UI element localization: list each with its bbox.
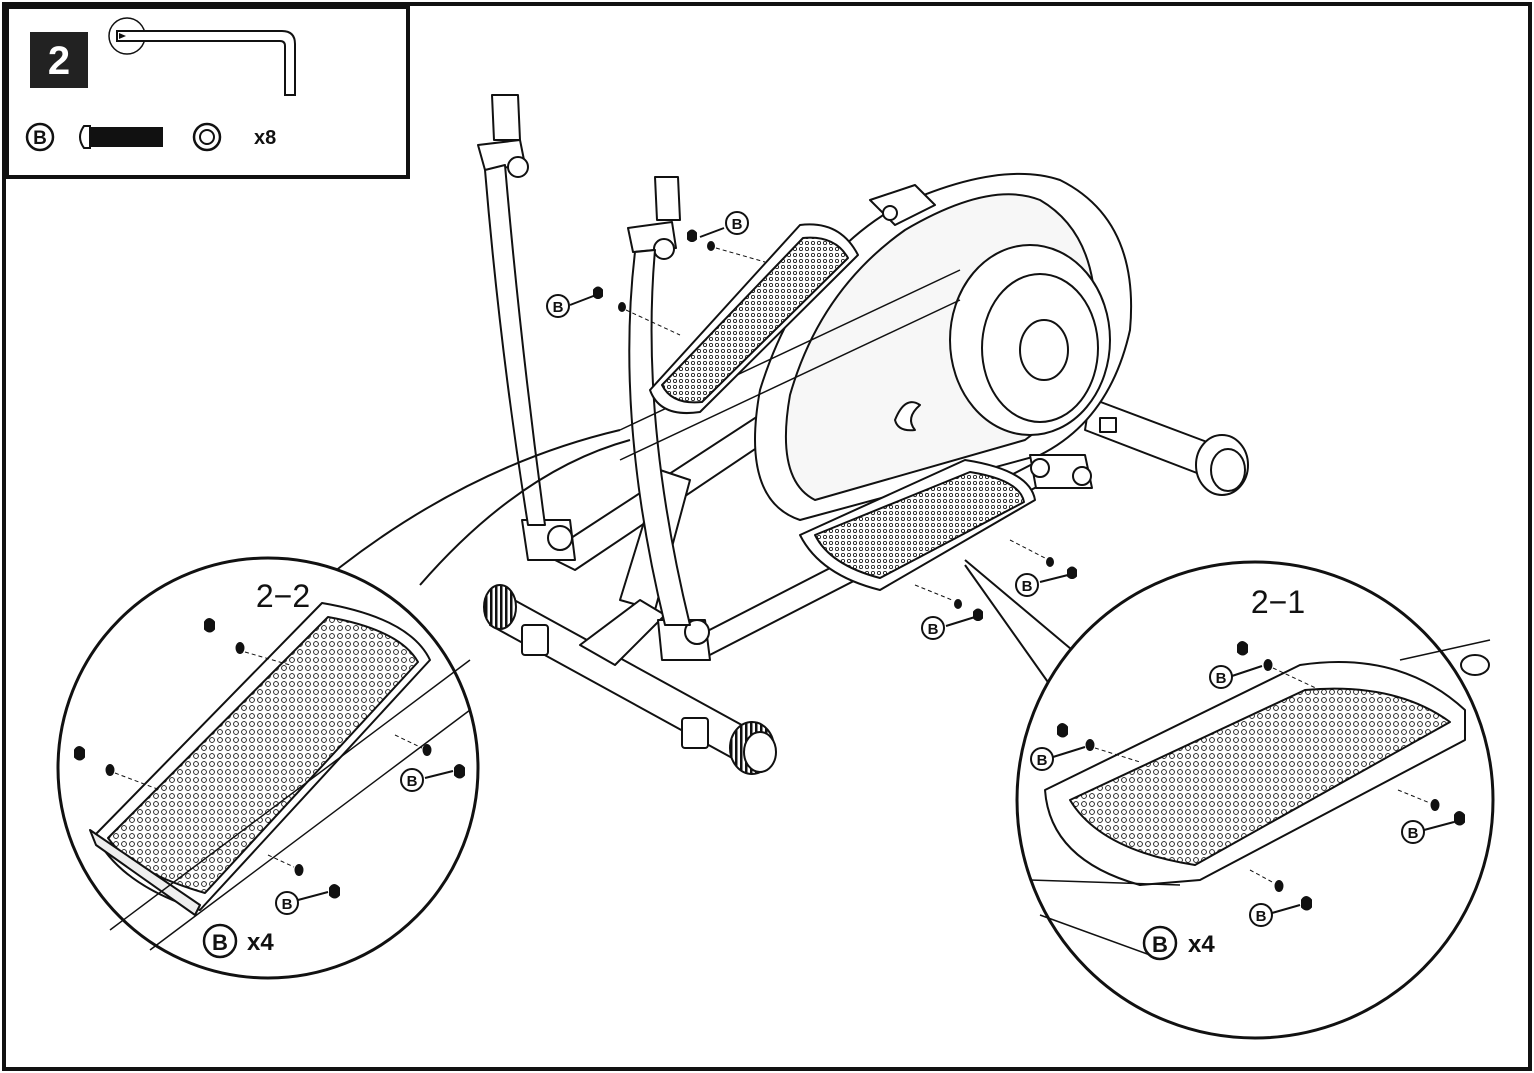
svg-text:B: B [1256, 908, 1267, 925]
flywheel-housing [754, 172, 1133, 521]
svg-text:B: B [928, 621, 939, 638]
pedal-front [799, 459, 1036, 591]
handlebar-right [627, 176, 691, 626]
parts-quantity: x8 [254, 127, 276, 149]
fastener-callout-left: B [546, 286, 681, 336]
step-number-badge [30, 32, 88, 88]
parts-box: 2 B x8 [5, 5, 410, 179]
detail-leaders [299, 429, 1091, 686]
pedal-rear [649, 223, 859, 414]
detail-2-2: 2−2 B B B [56, 556, 480, 980]
detail-2-1: 2−1 B B B [1015, 560, 1495, 1040]
detail-left-qty: x4 [247, 929, 274, 956]
brand-logo-icon [894, 401, 921, 432]
handlebar-left [477, 94, 546, 526]
svg-text:B: B [282, 896, 293, 913]
front-stabilizer [483, 584, 777, 775]
rear-stabilizer [1084, 397, 1249, 496]
svg-text:B: B [1037, 752, 1048, 769]
elliptical-machine [477, 94, 1249, 775]
detail-label-left: 2−2 [256, 578, 310, 614]
svg-text:B: B [1408, 825, 1419, 842]
lower-pivot-left [521, 519, 576, 561]
detail-label-right: 2−1 [1251, 584, 1305, 620]
detail-left-letter: B [212, 930, 228, 955]
svg-text:B: B [407, 773, 418, 790]
fastener-callout-right-b: B [914, 584, 983, 640]
svg-text:B: B [553, 299, 564, 316]
fastener-callout-right-a: B [1009, 539, 1077, 597]
washer-icon [192, 122, 222, 152]
part-letter: B [33, 128, 47, 149]
bolt-icon [79, 125, 163, 149]
fastener-callout-top: B [687, 211, 766, 263]
allen-key-icon [108, 17, 296, 96]
main-fasteners: B B B B [546, 211, 1077, 640]
part-b-marker: B [25, 122, 55, 152]
detail-right-letter: B [1152, 932, 1168, 957]
svg-text:B: B [1216, 670, 1227, 687]
detail-right-qty: x4 [1188, 931, 1215, 958]
step-number: 2 [48, 39, 70, 83]
svg-text:B: B [1022, 578, 1033, 595]
svg-text:B: B [732, 216, 743, 233]
